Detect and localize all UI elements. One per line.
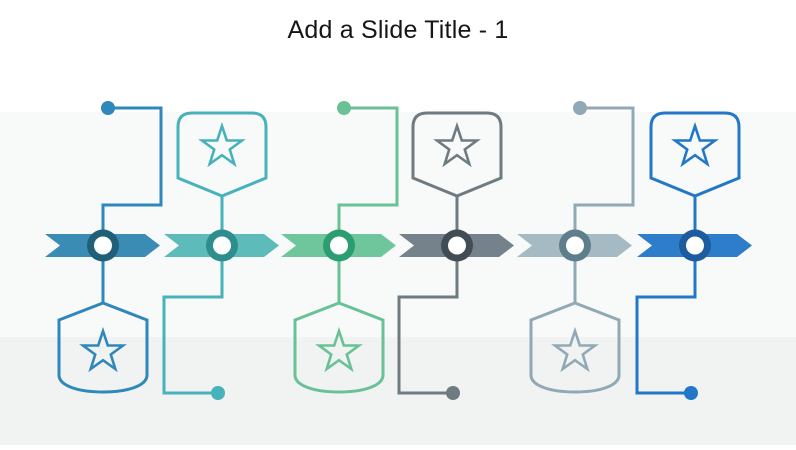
star-icon [551, 326, 599, 373]
milestone-4[interactable] [397, 111, 514, 400]
node-circle-hole [448, 236, 466, 255]
star-icon [671, 121, 719, 168]
milestone-5[interactable] [517, 101, 635, 394]
milestone-2[interactable] [162, 111, 279, 400]
node-circle-hole [330, 236, 348, 255]
connector-dot [211, 386, 225, 400]
connector-elbow [397, 196, 459, 395]
star-icon [79, 326, 127, 373]
node-circle-hole [94, 236, 112, 255]
node-circle-hole [566, 236, 584, 255]
connector-elbow [162, 196, 224, 395]
connector-elbow [635, 196, 697, 395]
badge[interactable] [411, 111, 503, 198]
connector-dot [337, 101, 351, 115]
milestone-1[interactable] [45, 101, 163, 394]
star-icon [198, 121, 246, 168]
badge[interactable] [57, 301, 149, 394]
milestone-3[interactable] [281, 101, 399, 394]
connector-dot [573, 101, 587, 115]
badge[interactable] [649, 111, 741, 198]
node-circle-hole [686, 236, 704, 255]
node-circle-hole [213, 236, 231, 255]
milestone-6[interactable] [635, 111, 752, 400]
star-icon [433, 121, 481, 168]
connector-dot [446, 386, 460, 400]
badge[interactable] [293, 301, 385, 394]
connector-dot [101, 101, 115, 115]
badge[interactable] [176, 111, 268, 198]
star-icon [315, 326, 363, 373]
badge[interactable] [529, 301, 621, 394]
connector-dot [684, 386, 698, 400]
slide-title-placeholder[interactable]: Add a Slide Title - 1 [287, 16, 509, 44]
